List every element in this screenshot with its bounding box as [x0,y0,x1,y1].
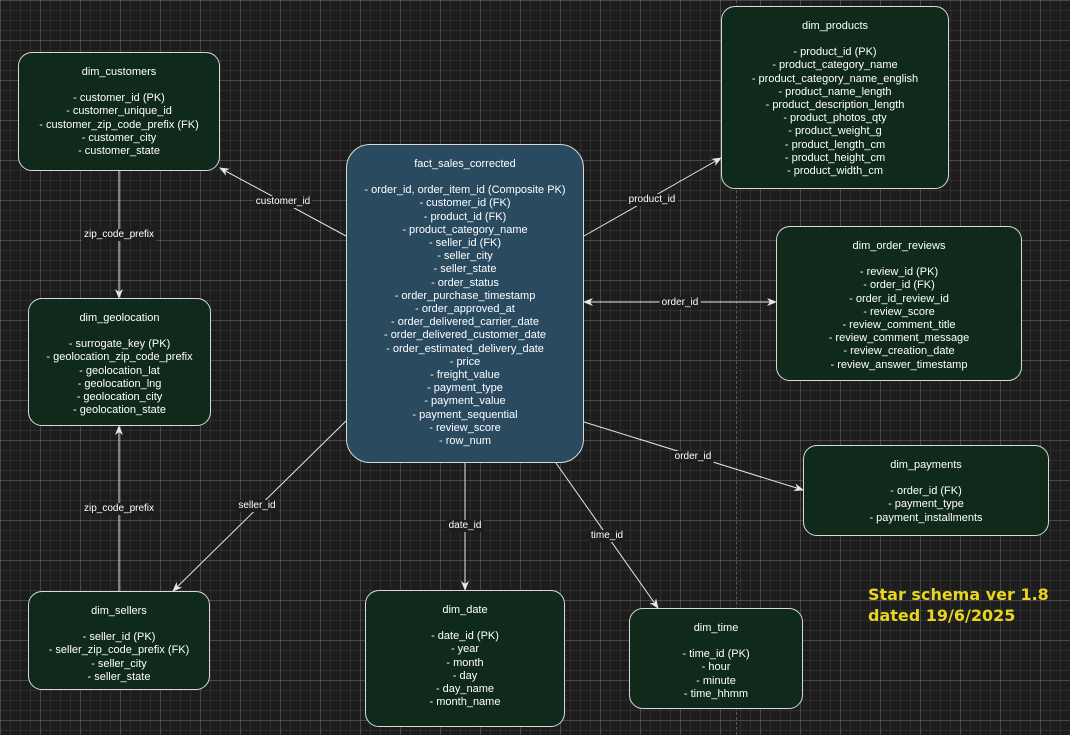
table-title: dim_sellers [91,605,147,617]
table-attribute: - customer_city [81,131,157,144]
table-attribute: - minute [696,674,736,687]
table-attribute: - seller_city [91,657,147,670]
table-attribute: - month_name [429,696,501,709]
table-attribute: - order_id (FK) [890,485,962,498]
connector-label-fact_sales_corrected-dim_time: time_id [588,530,626,542]
table-attribute: - product_length_cm [784,138,886,151]
table-attribute: - seller_id (FK) [428,237,502,250]
table-attribute: - order_id_review_id [849,292,949,305]
table-attribute: - review_creation_date [843,345,955,358]
table-attribute: - customer_id (PK) [73,92,165,105]
table-attribute: - order_estimated_delivery_date [386,342,544,355]
table-attribute: - price [449,355,481,368]
table-attribute: - product_description_length [765,99,905,112]
version-note-line1: Star schema ver 1.8 [868,585,1049,604]
table-fact-sales-corrected[interactable]: fact_sales_corrected - order_id, order_it… [346,144,584,463]
connector-label-fact_sales_corrected-dim_sellers: seller_id [236,500,278,512]
table-attribute: - review_score [429,421,501,434]
table-attribute: - payment_installments [869,511,983,524]
table-attribute: - month [446,656,484,669]
connector-label-fact_sales_corrected-dim_products: product_id [626,194,678,206]
table-dim-date[interactable]: dim_date- date_id (PK)- year- month- day… [365,590,565,727]
table-attribute: - time_id (PK) [682,648,750,661]
connector-label-fact_sales_corrected-dim_order_reviews: order_id [659,297,701,309]
table-attribute: - row_num [439,435,491,448]
page-break-guide [736,0,737,735]
table-attribute: - review_comment_message [828,332,970,345]
table-dim-payments[interactable]: dim_payments - order_id (FK)- payment_typ… [803,445,1049,536]
table-attribute: - customer_state [78,145,160,158]
table-attribute: - review_score [863,305,935,318]
table-attribute: - payment_sequential [412,408,518,421]
table-attribute: - product_category_name_english [751,72,919,85]
table-dim-geolocation[interactable]: dim_geolocation- surrogate_key (PK)- geo… [28,298,211,426]
table-attribute: - review_comment_title [842,319,956,332]
table-attribute: - freight_value [430,369,500,382]
table-attribute: - order_delivered_carrier_date [391,316,539,329]
table-attribute: - payment_type [427,382,503,395]
table-title: dim_products [801,20,869,32]
table-attribute: - surrogate_key (PK) [68,338,171,351]
table-attribute: - order_delivered_customer_date [383,329,547,342]
table-attribute: - product_height_cm [784,151,886,164]
table-attribute: - seller_state [433,263,497,276]
connector-label-fact_sales_corrected-dim_payments: order_id [672,451,714,463]
table-attribute: - review_answer_timestamp [830,358,968,371]
connector-label-fact_sales_corrected-dim_customers: customer_id [253,196,313,208]
table-attribute: - order_id (FK) [863,279,935,292]
table-attribute: - order_status [431,276,499,289]
table-title: dim_payments [890,459,962,471]
connector-label-dim_sellers-dim_geolocation: zip_code_prefix [81,503,157,515]
table-attribute: - product_name_length [778,85,892,98]
version-note-line2: dated 19/6/2025 [868,606,1016,625]
table-attribute: - geolocation_lat [79,364,160,377]
table-title: dim_geolocation [79,312,160,324]
table-attribute: - geolocation_lng [77,377,162,390]
table-attribute: - order_approved_at [415,303,515,316]
table-attribute: - seller_id (PK) [82,631,156,644]
table-attribute: - hour [701,661,731,674]
table-attribute: - review_id (PK) [859,266,939,279]
table-attribute: - product_photos_qty [783,112,887,125]
table-attribute: - product_category_name [772,59,898,72]
table-title: dim_date [442,604,488,616]
version-note: Star schema ver 1.8 dated 19/6/2025 [868,584,1049,626]
table-dim-customers[interactable]: dim_customers- customer_id (PK)- custome… [18,52,220,171]
table-attribute: - seller_zip_code_prefix (FK) [48,644,190,657]
table-dim-sellers[interactable]: dim_sellers - seller_id (PK)- seller_zip_… [28,591,210,690]
table-attribute: - seller_state [87,670,151,683]
table-attribute: - product_id (FK) [423,210,507,223]
table-attribute: - order_purchase_timestamp [394,289,536,302]
connector-label-dim_customers-dim_geolocation: zip_code_prefix [81,229,157,241]
table-attribute: - day [452,669,478,682]
table-title: dim_time [693,622,739,634]
table-attribute: - product_category_name [402,223,528,236]
table-attribute: - time_hhmm [683,687,749,700]
table-attribute: - customer_zip_code_prefix (FK) [39,118,199,131]
table-title: dim_order_reviews [852,240,946,252]
table-dim-time[interactable]: dim_time - time_id (PK)- hour- minute- ti… [629,608,803,709]
table-attribute: - order_id, order_item_id (Composite PK) [364,184,566,197]
table-title: dim_customers [81,66,157,78]
table-attribute: - date_id (PK) [431,630,499,643]
table-attribute: - geolocation_zip_code_prefix [46,351,193,364]
table-attribute: - seller_city [437,250,493,263]
table-dim-products[interactable]: dim_products- product_id (PK)- product_c… [721,6,949,189]
table-attribute: - product_width_cm [787,165,883,178]
table-dim-order-reviews[interactable]: dim_order_reviews- review_id (PK)- order… [776,226,1022,381]
table-attribute: - customer_id (FK) [419,197,511,210]
table-attribute: - payment_value [424,395,506,408]
table-attribute: - customer_unique_id [66,105,172,118]
table-attribute: - year [450,643,480,656]
table-title: fact_sales_corrected [414,158,516,170]
table-attribute: - geolocation_city [76,391,163,404]
table-attribute: - product_weight_g [788,125,882,138]
table-attribute: - payment_type [888,498,964,511]
connector-label-fact_sales_corrected-dim_date: date_id [446,520,484,532]
table-attribute: - geolocation_state [73,404,166,417]
table-attribute: - product_id (PK) [793,46,877,59]
table-attribute: - day_name [435,683,495,696]
